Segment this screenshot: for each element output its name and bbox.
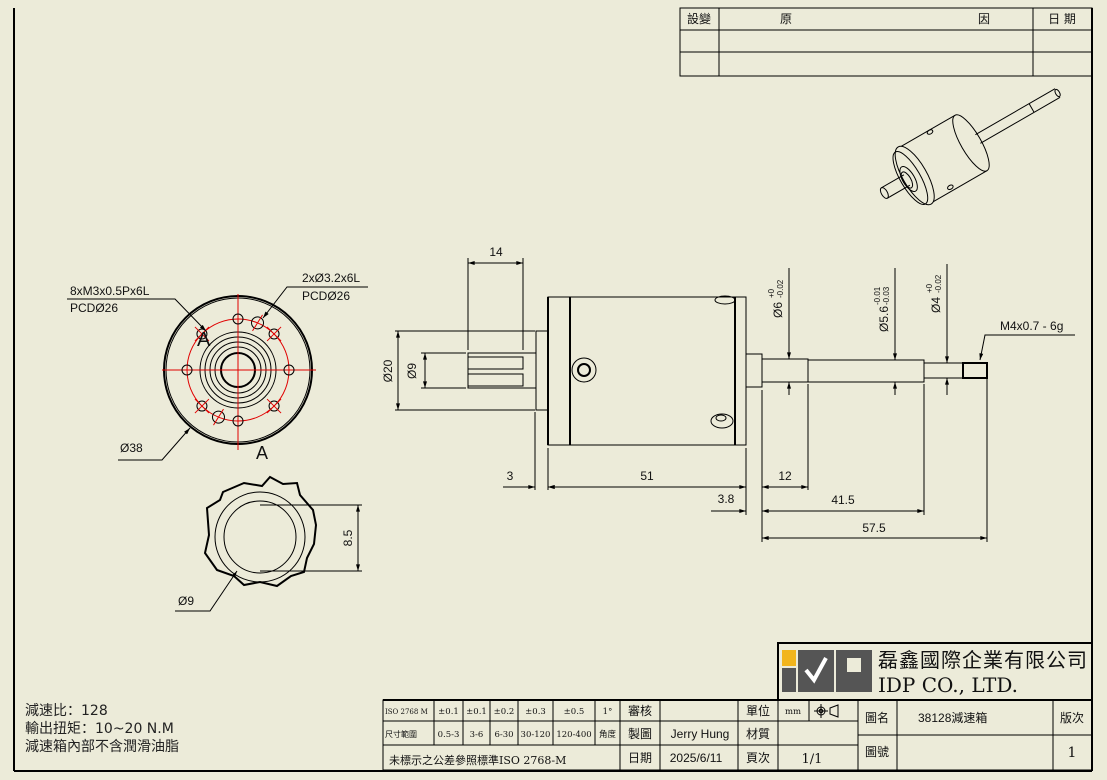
- size-range-value: 3-6: [470, 730, 484, 740]
- side-view: 14 Ø20 Ø9 3 51 12 3.8 41.5 57.5 Ø6: [381, 245, 1075, 542]
- pin-holes-pcd: PCDØ26: [302, 289, 350, 303]
- rear-to-step-dim: 41.5: [831, 493, 855, 507]
- page-label: 頁次: [746, 751, 770, 765]
- tapped-hole: [232, 415, 244, 427]
- shaft-length-dim: 14: [489, 245, 503, 259]
- isometric-view: [879, 88, 1061, 206]
- d56-tol-lower: -0.03: [882, 286, 891, 305]
- revision-header-date: 日 期: [1048, 12, 1076, 26]
- company-name-en: IDP CO., LTD.: [878, 673, 1018, 697]
- body-length-dim: 51: [640, 469, 654, 483]
- tapped-hole: [194, 398, 210, 414]
- rear-step-dim: 12: [778, 469, 792, 483]
- revision-table: 設變 原 因 日 期: [679, 7, 1093, 77]
- company-name-cn: 磊鑫國際企業有限公司: [878, 648, 1088, 672]
- notes: 減速比：128 輸出扭矩：10~20 N.M 減速箱內部不含潤滑油脂: [25, 702, 179, 755]
- tapped-hole: [283, 364, 295, 376]
- pin-hole: [211, 408, 225, 426]
- unit-label: 單位: [746, 703, 770, 718]
- rear-boss-dim: 3.8: [718, 492, 735, 506]
- note-ratio: 減速比：128: [25, 702, 108, 719]
- thread-callout: M4x0.7 - 6g: [1000, 319, 1063, 333]
- d4-dim: Ø4: [929, 297, 943, 313]
- tolerance-value: 1°: [603, 707, 613, 717]
- note-lubrication: 減速箱內部不含潤滑油脂: [25, 738, 179, 755]
- version-value: 1: [1068, 745, 1077, 761]
- drawn-label: 製圖: [628, 727, 652, 741]
- tolerance-value: ±0.3: [525, 707, 546, 717]
- pin-hole: [251, 314, 265, 332]
- tolerance-value: ±0.2: [494, 707, 515, 717]
- tapped-holes-pcd: PCDØ26: [70, 301, 118, 315]
- company-logo: [782, 650, 872, 692]
- tolerance-value: ±0.1: [438, 707, 459, 717]
- pilot-length-dim: 3: [507, 469, 514, 483]
- page-value: 1/1: [802, 752, 823, 767]
- shaft-diameter-dim: Ø9: [405, 363, 419, 379]
- end-diameter-label: Ø9: [178, 594, 194, 608]
- drawing-name-label: 圖名: [865, 710, 889, 725]
- size-range-value: 6-30: [494, 730, 513, 740]
- drawing-name-value: 38128減速箱: [918, 710, 987, 725]
- size-range-value: 角度: [599, 729, 617, 740]
- section-label-a-top: A: [197, 329, 211, 351]
- d6-dim: Ø6: [771, 302, 785, 318]
- outer-diameter-label: Ø38: [120, 441, 143, 455]
- drawn-value: Jerry Hung: [671, 727, 730, 741]
- tolerance-value: ±0.5: [564, 707, 585, 717]
- title-block: 磊鑫國際企業有限公司 IDP CO., LTD. ISO 2768 M 尺寸範圍 ±…: [382, 642, 1093, 771]
- unit-value: mm: [785, 707, 801, 717]
- revision-header-change: 設變: [687, 11, 711, 26]
- shaft-end-view: 8.5 Ø9: [175, 475, 362, 612]
- tapped-holes-callout: 8xM3x0.5Px6L: [70, 284, 150, 298]
- size-range-label: 尺寸範圍: [385, 729, 417, 739]
- revision-header-reason-1: 原: [780, 12, 792, 26]
- size-range-value: 120-400: [556, 730, 591, 740]
- d6-tol-lower: -0.02: [776, 279, 785, 298]
- projection-symbol-icon: [814, 704, 839, 718]
- pin-holes-callout: 2xØ3.2x6L: [302, 271, 360, 285]
- size-range-value: 30-120: [521, 730, 551, 740]
- pilot-diameter-dim: Ø20: [381, 359, 395, 382]
- tapped-hole: [266, 398, 282, 414]
- d56-tol-upper: -0.01: [873, 286, 882, 305]
- d4-tol-upper: +0: [925, 283, 934, 293]
- tolerance-value: ±0.1: [466, 707, 487, 717]
- flat-dimension: 8.5: [341, 529, 355, 546]
- drawing-number-label: 圖號: [865, 745, 889, 759]
- version-label: 版次: [1060, 711, 1084, 725]
- date-label: 日期: [628, 751, 652, 765]
- d4-tol-lower: -0.02: [934, 274, 943, 293]
- tapped-hole: [194, 326, 210, 342]
- review-label: 審核: [628, 703, 652, 718]
- d56-dim: Ø5.6: [877, 306, 891, 332]
- section-label-a-bottom: A: [256, 443, 268, 463]
- size-range-value: 0.5-3: [438, 730, 460, 740]
- tapped-hole: [266, 326, 282, 342]
- general-tolerance-note: 未標示之公差參照標準ISO 2768-M: [389, 753, 566, 767]
- tapped-hole: [232, 313, 244, 325]
- revision-header-reason-2: 因: [978, 12, 990, 26]
- tapped-hole: [181, 364, 193, 376]
- date-value: 2025/6/11: [670, 751, 723, 765]
- material-label: 材質: [746, 726, 770, 741]
- d6-tol-upper: +0: [767, 288, 776, 298]
- front-view: 8xM3x0.5Px6L PCDØ26 2xØ3.2x6L PCDØ26 Ø38…: [67, 271, 368, 463]
- tolerance-standard: ISO 2768 M: [385, 708, 428, 716]
- note-torque: 輸出扭矩：10~20 N.M: [25, 721, 174, 737]
- rear-total-dim: 57.5: [862, 521, 886, 535]
